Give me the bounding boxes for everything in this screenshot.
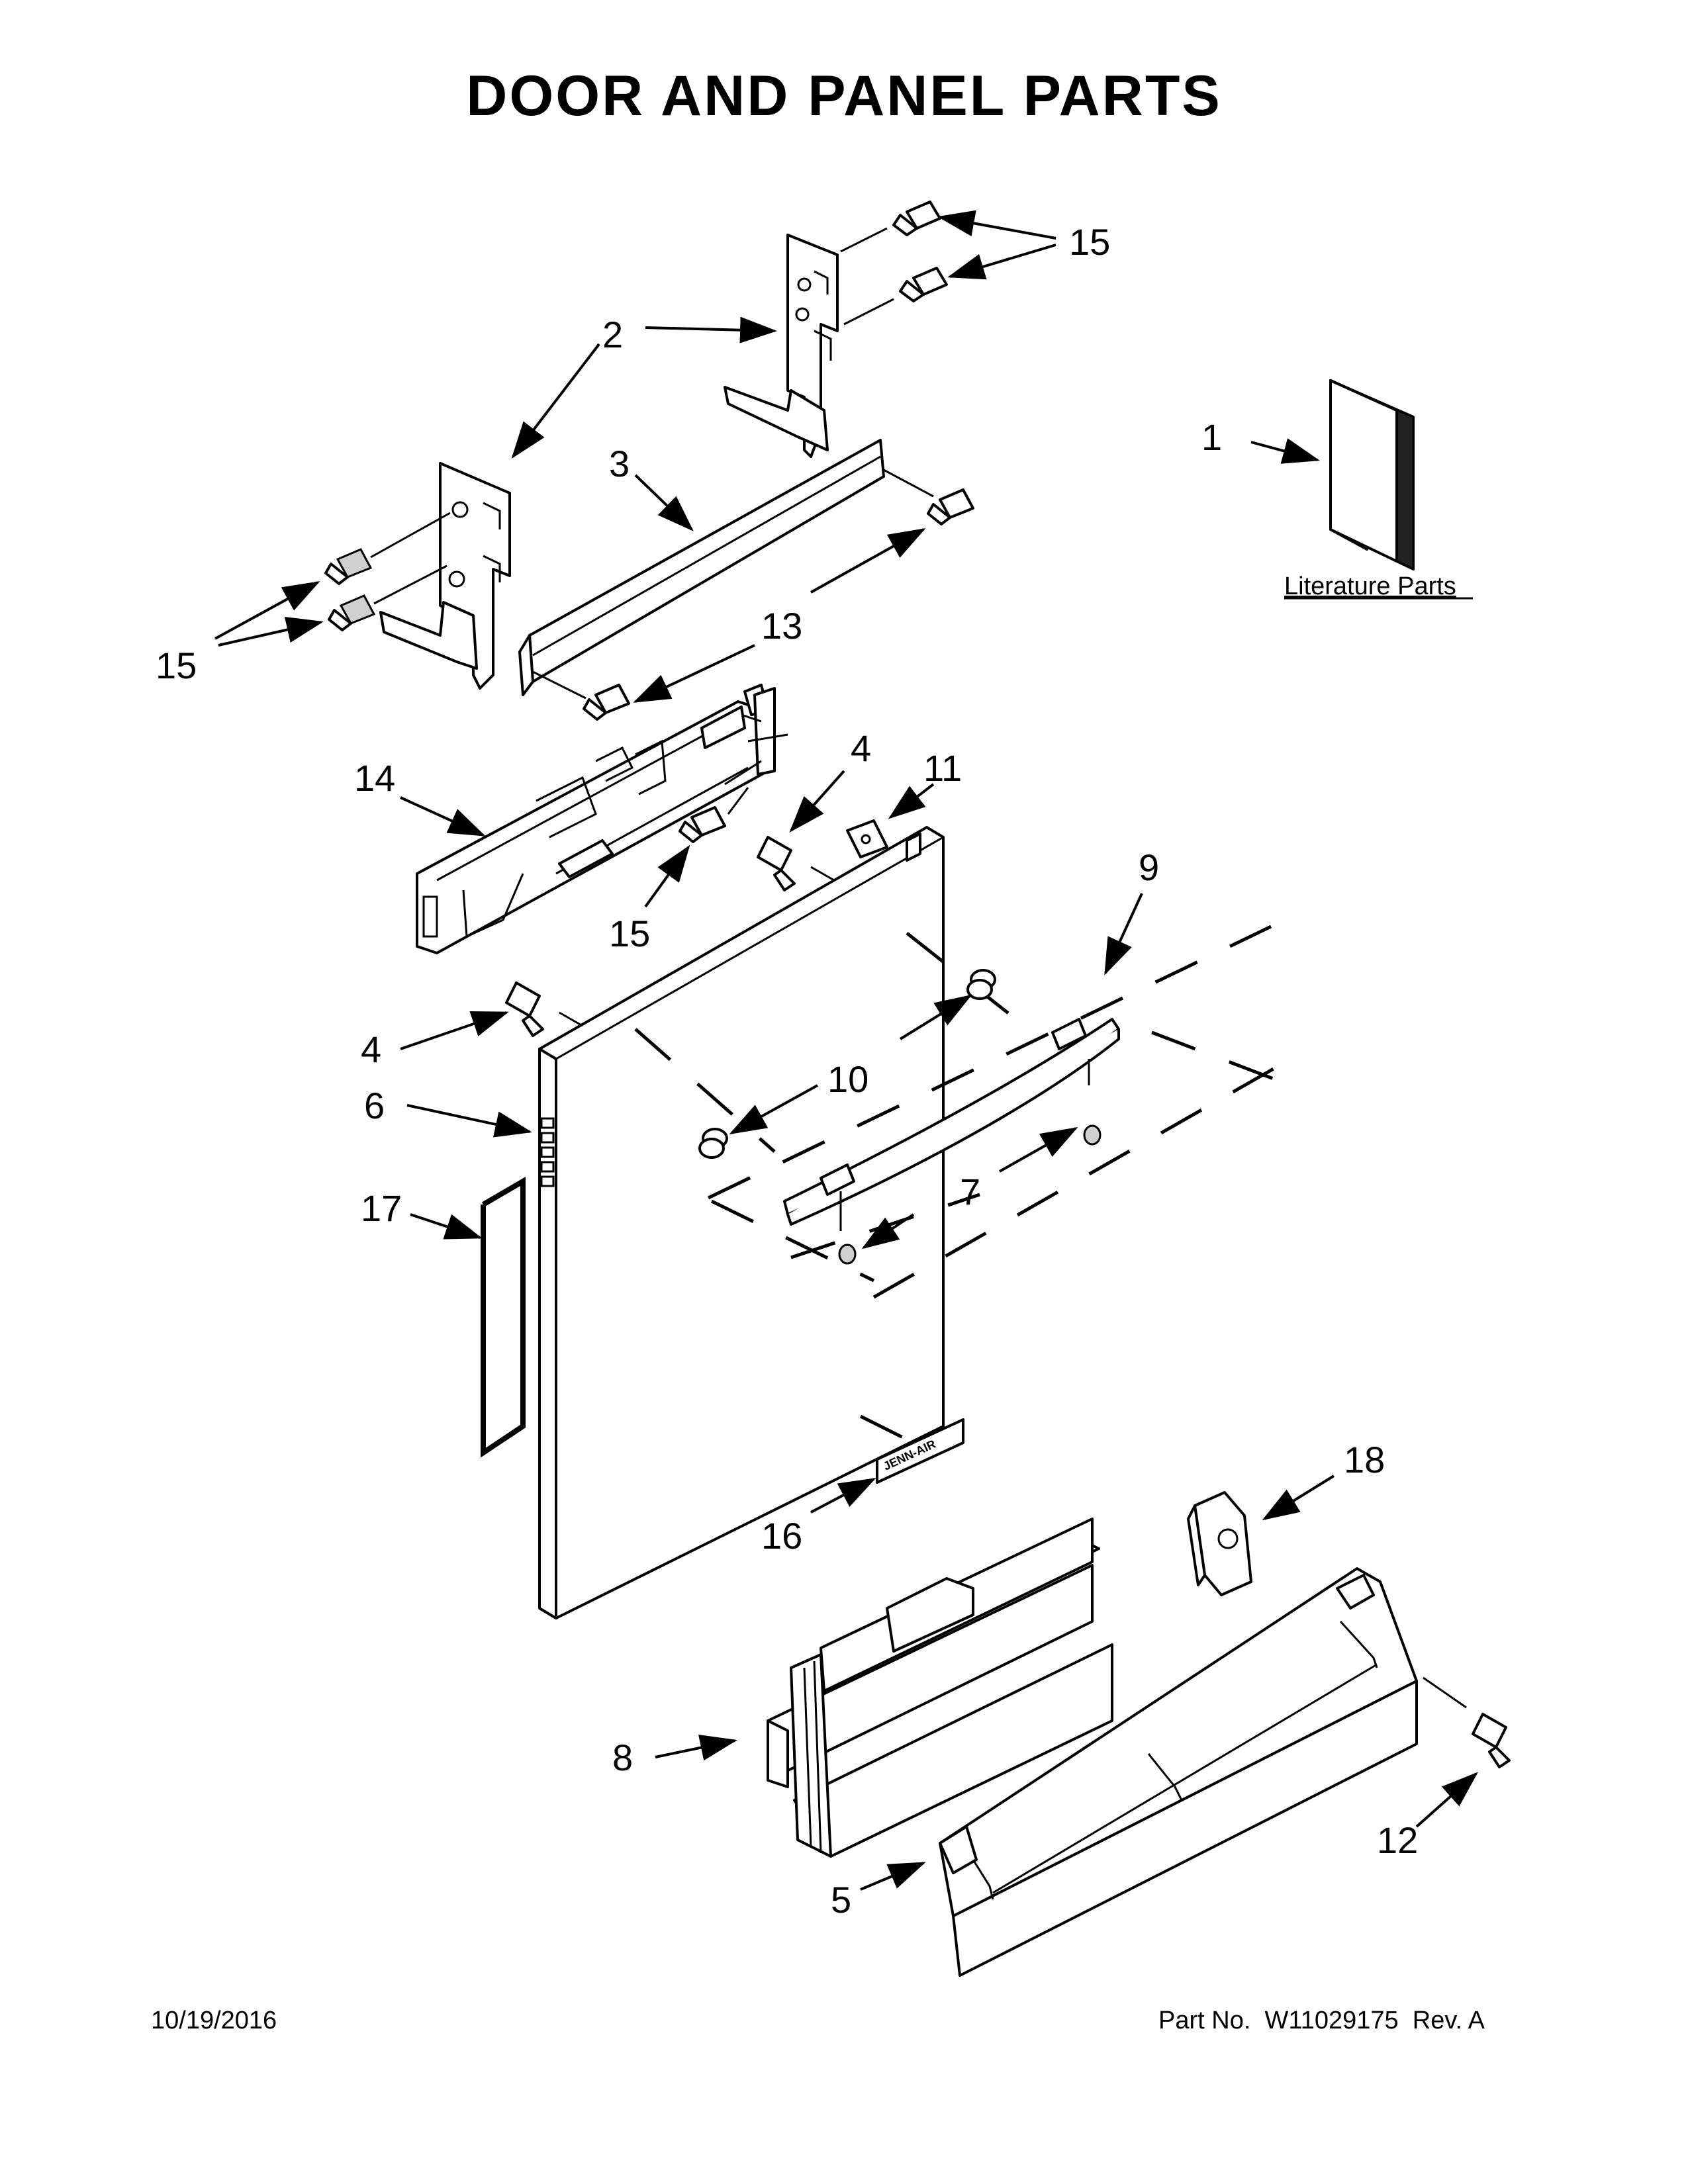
callout-11: 11: [923, 747, 962, 789]
door-support-strip: [518, 439, 885, 696]
leader-8: [655, 1735, 737, 1761]
literature-parts-label: Literature Parts: [1284, 572, 1456, 600]
leader-2b: [511, 343, 600, 459]
leader-15a-1: [937, 210, 1056, 240]
callout-1: 1: [1201, 416, 1222, 458]
leader-7b: [861, 1213, 915, 1250]
leader-4a: [789, 770, 845, 833]
rev-value: A: [1468, 2007, 1485, 2034]
leader-9: [1104, 893, 1143, 976]
leader-15b-1: [214, 581, 320, 640]
handle-alignment-dashes: [634, 925, 1292, 1451]
clip-11: [846, 819, 888, 858]
callout-7: 7: [960, 1171, 980, 1212]
leader-3: [634, 474, 694, 531]
callout-16: 16: [761, 1515, 802, 1557]
leader-14: [400, 796, 486, 837]
leader-12: [1415, 1772, 1478, 1828]
lower-panel-assembly: [767, 1518, 1113, 1858]
leader-16: [810, 1478, 876, 1514]
leader-4b: [400, 1011, 509, 1050]
screw-15-lower: [679, 787, 749, 843]
screw-7-left: [838, 1244, 857, 1265]
leader-15b-2: [218, 616, 324, 647]
callout-14: 14: [354, 757, 395, 799]
callout-8: 8: [612, 1737, 633, 1778]
leader-10b: [729, 1084, 818, 1134]
leader-1: [1250, 438, 1320, 464]
callout-10: 10: [827, 1058, 868, 1100]
callout-12: 12: [1377, 1819, 1418, 1861]
spacer-10-right: [966, 969, 996, 1000]
callout-4-upper: 4: [851, 727, 871, 769]
leader-17: [410, 1213, 483, 1240]
leader-15a-2: [947, 244, 1056, 280]
leader-15c: [644, 844, 690, 908]
screw-12: [1423, 1676, 1511, 1768]
leader-18: [1262, 1475, 1335, 1521]
screw-4-upper: [757, 836, 835, 891]
left-hinge-bracket: [379, 462, 511, 690]
screw-4-lower: [505, 981, 583, 1037]
screw-15-left-1: [324, 512, 451, 585]
door-outer-panel: [538, 826, 945, 1619]
leader-7a: [999, 1127, 1078, 1173]
callout-2: 2: [602, 314, 623, 355]
callout-5: 5: [831, 1879, 851, 1921]
callout-9: 9: [1139, 846, 1159, 888]
callout-17: 17: [361, 1187, 402, 1229]
control-housing: [416, 684, 788, 954]
screw-13-left: [532, 670, 630, 721]
leader-11: [888, 783, 935, 819]
part-no-value: W11029175: [1264, 2007, 1399, 2034]
rev-label: Rev.: [1412, 2007, 1463, 2034]
callout-6: 6: [364, 1085, 385, 1126]
callout-3: 3: [609, 443, 630, 484]
spacer-10-left: [698, 1128, 728, 1159]
door-handle: [783, 1018, 1120, 1231]
callout-18: 18: [1344, 1439, 1385, 1480]
screw-15-top-2: [843, 267, 948, 326]
clip-18: [1187, 1491, 1252, 1596]
kick-plate: [939, 1567, 1418, 1977]
literature-book: [1329, 379, 1415, 571]
part-no-label: Part No.: [1158, 2007, 1251, 2034]
callout-13: 13: [761, 605, 802, 647]
screw-15-left-2: [328, 565, 447, 631]
leader-13a: [810, 528, 926, 594]
leader-10a: [899, 994, 972, 1040]
footer-date: 10/19/2016: [151, 2007, 277, 2034]
footer-part-number: Part No. W11029175 Rev. A: [1158, 2007, 1485, 2035]
leader-6: [406, 1104, 532, 1138]
callout-15-top: 15: [1069, 221, 1110, 263]
leader-13b: [633, 644, 755, 703]
door-gasket: [481, 1177, 526, 1458]
door-vent-slots: [540, 1117, 555, 1187]
right-hinge-bracket: [724, 234, 839, 458]
leader-5: [860, 1862, 926, 1891]
page-title: DOOR AND PANEL PARTS: [466, 64, 1222, 128]
screw-7-right: [1083, 1124, 1102, 1146]
leader-2a: [645, 316, 777, 343]
callout-4-lower: 4: [361, 1028, 381, 1070]
callout-15-lower: 15: [609, 913, 650, 954]
screw-13-right: [883, 469, 974, 525]
screw-15-top-1: [840, 201, 941, 253]
callout-15-left: 15: [156, 645, 197, 686]
